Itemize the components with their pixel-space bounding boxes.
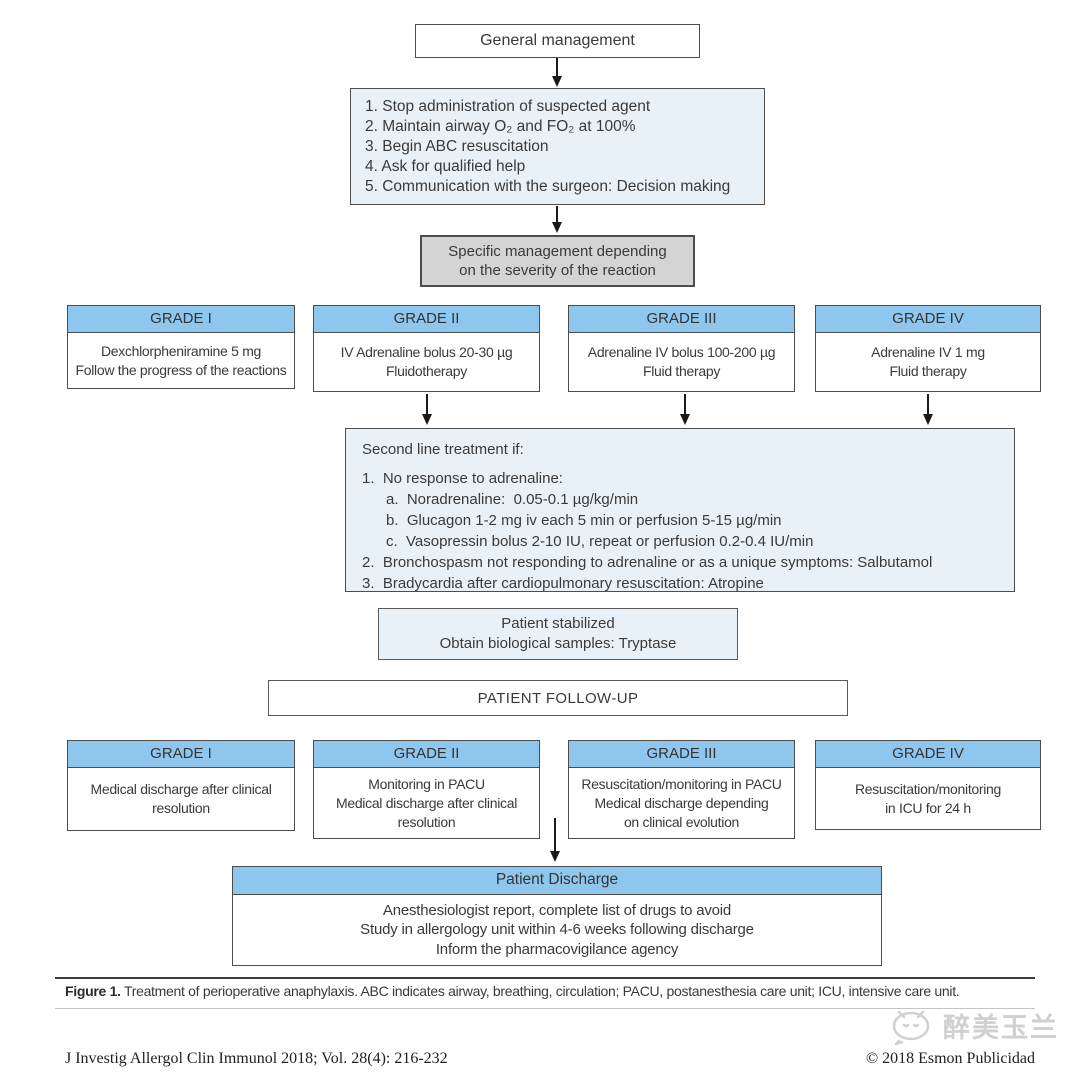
grade4-follow-up-line: Resuscitation/monitoring [854,780,1002,797]
second-line-subitem: a. Noradrenaline: 0.05-0.1 µg/kg/min [386,491,639,508]
second-line-item: 1. No response to adrenaline: [362,470,563,487]
grade2-treatment-line: IV Adrenaline bolus 20-30 µg [340,344,513,360]
patient-follow-up-box: PATIENT FOLLOW-UP [268,680,848,716]
patient-discharge-header: Patient Discharge [233,867,881,895]
watermark-text: 醉美玉兰 [943,1013,1059,1043]
grade3-follow-up-line: Resuscitation/monitoring in PACU [581,775,782,792]
grade1-follow-up-line: Medical discharge after clinical [90,781,272,797]
arrow-down-icon [684,394,686,415]
journal-citation: J Investig Allergol Clin Immunol 2018; V… [65,1050,448,1067]
grade4-treatment-box: GRADE IV Adrenaline IV 1 mg Fluid therap… [815,305,1041,392]
step-item: 5. Communication with the surgeon: Decis… [365,178,731,195]
specific-management-line: Specific management depending [448,243,667,260]
second-line-subitem: c. Vasopressin bolus 2-10 IU, repeat or … [386,533,814,550]
patient-stabilized-box: Patient stabilized Obtain biological sam… [378,608,738,660]
general-management-label: General management [480,32,635,49]
arrow-down-icon [927,394,929,415]
second-line-item: 2. Bronchospasm not responding to adrena… [362,554,933,571]
grade1-header: GRADE I [68,741,294,768]
step-item: 2. Maintain airway O₂ and FO₂ at 100% [365,118,636,135]
patient-stabilized-line: Patient stabilized [501,615,615,632]
grade3-header: GRADE III [569,741,794,768]
grade4-treatment-line: Fluid therapy [889,363,967,379]
grade1-treatment-box: GRADE I Dexchlorpheniramine 5 mg Follow … [67,305,295,389]
grade2-treatment-box: GRADE II IV Adrenaline bolus 20-30 µg Fl… [313,305,540,392]
second-line-subitem: b. Glucagon 1-2 mg iv each 5 min or perf… [386,512,782,529]
patient-discharge-box: Patient Discharge Anesthesiologist repor… [232,866,882,966]
grade1-header: GRADE I [68,306,294,333]
second-line-item: 3. Bradycardia after cardiopulmonary res… [362,575,764,592]
grade3-treatment-box: GRADE III Adrenaline IV bolus 100-200 µg… [568,305,795,392]
grade2-header: GRADE II [314,306,539,333]
specific-management-line: on the severity of the reaction [459,262,656,279]
grade1-treatment-line: Follow the progress of the reactions [75,361,287,378]
patient-stabilized-line: Obtain biological samples: Tryptase [439,635,677,652]
copyright-notice: © 2018 Esmon Publicidad [865,1050,1035,1067]
grade4-follow-up-line: in ICU for 24 h [885,799,971,816]
specific-management-box: Specific management depending on the sev… [420,235,695,287]
patient-discharge-line: Inform the pharmacovigilance agency [435,940,679,958]
initial-steps-box: 1. Stop administration of suspected agen… [350,88,765,205]
second-line-title: Second line treatment if: [362,441,524,458]
grade2-follow-up-line: resolution [397,813,456,830]
patient-follow-up-label: PATIENT FOLLOW-UP [477,689,639,707]
grade3-follow-up-line: Medical discharge depending [594,794,769,811]
step-item: 1. Stop administration of suspected agen… [365,98,651,115]
arrow-down-icon [556,206,558,223]
caption-rule-bottom [55,1008,1035,1009]
grade4-header: GRADE IV [816,306,1040,333]
figure-caption-label: Figure 1. [65,983,121,999]
grade2-follow-up-line: Medical discharge after clinical [335,794,518,811]
grade3-follow-up-line: on clinical evolution [623,813,740,830]
grade2-header: GRADE II [314,741,539,768]
general-management-box: General management [415,24,700,58]
grade1-treatment-line: Dexchlorpheniramine 5 mg [100,342,262,359]
grade3-header: GRADE III [569,306,794,333]
grade1-follow-up-line: resolution [152,800,210,816]
grade3-treatment-line: Fluid therapy [642,363,721,379]
grade3-follow-up-box: GRADE III Resuscitation/monitoring in PA… [568,740,795,839]
grade2-follow-up-box: GRADE II Monitoring in PACU Medical disc… [313,740,540,839]
caption-rule-top [55,977,1035,979]
grade4-treatment-line: Adrenaline IV 1 mg [871,344,985,360]
grade2-follow-up-line: Monitoring in PACU [368,775,485,792]
cat-face-icon [892,1010,930,1045]
grade2-treatment-line: Fluidotherapy [386,363,467,379]
figure-caption-text: Treatment of perioperative anaphylaxis. … [120,983,960,999]
step-item: 3. Begin ABC resuscitation [365,138,549,155]
grade1-follow-up-box: GRADE I Medical discharge after clinical… [67,740,295,831]
figure-caption: Figure 1. Treatment of perioperative ana… [65,983,1050,999]
grade4-header: GRADE IV [816,741,1040,768]
arrow-down-icon [426,394,428,415]
grade3-treatment-line: Adrenaline IV bolus 100-200 µg [587,344,776,360]
patient-discharge-line: Anesthesiologist report, complete list o… [382,901,732,919]
arrow-down-icon [556,58,558,77]
grade4-follow-up-box: GRADE IV Resuscitation/monitoring in ICU… [815,740,1041,830]
second-line-treatment-box: Second line treatment if: 1. No response… [345,428,1015,592]
arrow-down-icon [554,818,556,852]
patient-discharge-line: Study in allergology unit within 4-6 wee… [360,921,754,939]
watermark: 醉美玉兰 [885,1006,1059,1045]
step-item: 4. Ask for qualified help [365,158,526,175]
